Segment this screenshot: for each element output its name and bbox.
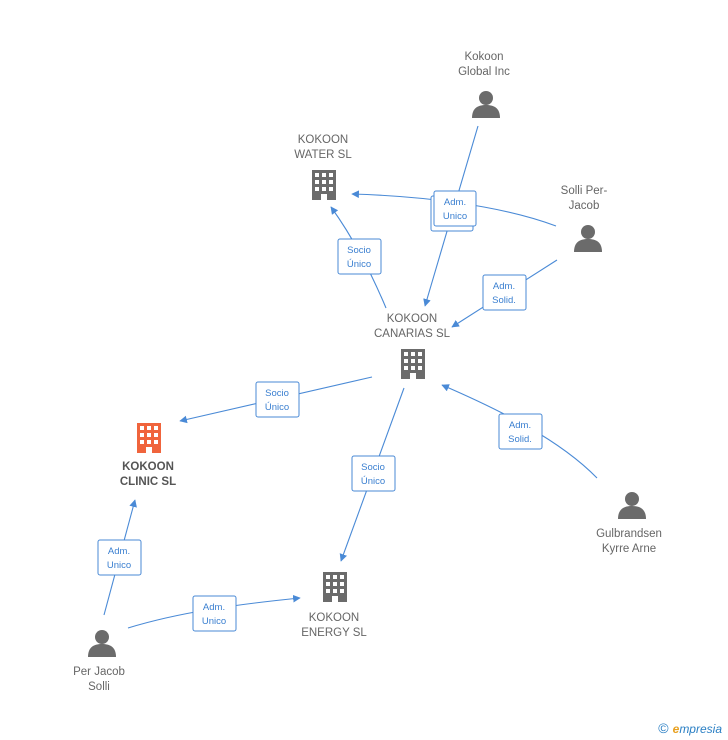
node-label-line1: Solli Per- [561,185,608,197]
node-gulbrandsen[interactable]: Gulbrandsen Kyrre Arne [596,492,662,555]
node-label-line2: Global Inc [458,66,510,78]
edge-label-line2: Unico [107,560,131,571]
node-label-line2: CLINIC SL [120,476,176,488]
building-icon [137,423,161,453]
node-label-line1: Per Jacob [73,666,125,678]
edge-label-solli-canarias[interactable]: Adm. Solid. [482,274,527,311]
edges [103,125,598,629]
edge-label-canarias-water[interactable]: Socio Único [337,238,382,275]
edge-label-line1: Socio [347,245,371,256]
node-label-line1: KOKOON [387,313,437,325]
edge-label-line2: Solid. [492,295,516,306]
edge-label-line1: Socio [361,462,385,473]
node-per-jacob-solli[interactable]: Per Jacob Solli [73,630,125,693]
nodes: Kokoon Global Inc KOKOON WATER SL Solli … [73,51,662,693]
edge-label-line1: Adm. [108,546,130,557]
node-label-line1: Kokoon [464,51,503,63]
footer-brand: ©empresia [658,720,722,736]
person-icon [88,630,116,657]
edge-label-line1: Adm. [493,281,515,292]
edge-labels: Adm. Unico Adm. Solid. Socio Único Socio… [97,190,543,632]
edge-label-perjacob-energy[interactable]: Adm. Unico [192,595,237,632]
edge-label-line1: Adm. [444,197,466,208]
edge-label-perjacob-clinic[interactable]: Adm. Unico [97,539,142,576]
node-label-line1: Gulbrandsen [596,528,662,540]
edge-label-line1: Socio [265,388,289,399]
copyright-icon: © [658,720,669,736]
node-label-line2: Solli [88,681,110,693]
node-kokoon-global[interactable]: Kokoon Global Inc [458,51,510,118]
node-label-line2: Jacob [569,200,600,212]
person-icon [472,91,500,118]
edge-label-line2: Unico [443,211,467,222]
person-icon [574,225,602,252]
edge-label-line1: Adm. [509,420,531,431]
node-label-line2: WATER SL [294,149,352,161]
brand-logo-text: mpresia [679,722,722,736]
edge-label-line2: Único [361,476,385,487]
edge-label-line1: Adm. [203,602,225,613]
node-kokoon-energy[interactable]: KOKOON ENERGY SL [301,572,367,639]
edge-label-gulbrandsen-canarias[interactable]: Adm. Solid. [498,413,543,450]
edge-label-canarias-clinic[interactable]: Socio Único [255,381,300,418]
node-label-line2: ENERGY SL [301,627,367,639]
building-icon [312,170,336,200]
edge-label-global-canarias[interactable]: Adm. Unico [430,190,477,232]
building-icon [401,349,425,379]
building-icon [323,572,347,602]
node-label-line1: KOKOON [309,612,359,624]
node-kokoon-clinic[interactable]: KOKOON CLINIC SL [120,423,176,488]
node-label-line1: KOKOON [122,461,174,473]
node-kokoon-canarias[interactable]: KOKOON CANARIAS SL [374,313,451,379]
node-label-line2: Kyrre Arne [602,543,656,555]
edge-label-line2: Unico [202,616,226,627]
person-icon [618,492,646,519]
edge-label-line2: Solid. [508,434,532,445]
edge-label-line2: Único [347,259,371,270]
node-kokoon-water[interactable]: KOKOON WATER SL [294,134,352,200]
brand-logo-e: e [672,722,680,736]
node-label-line2: CANARIAS SL [374,328,451,340]
edge-label-line2: Único [265,402,289,413]
edge-label-canarias-energy[interactable]: Socio Único [351,455,396,492]
node-label-line1: KOKOON [298,134,348,146]
node-solli-per-jacob[interactable]: Solli Per- Jacob [561,185,608,252]
